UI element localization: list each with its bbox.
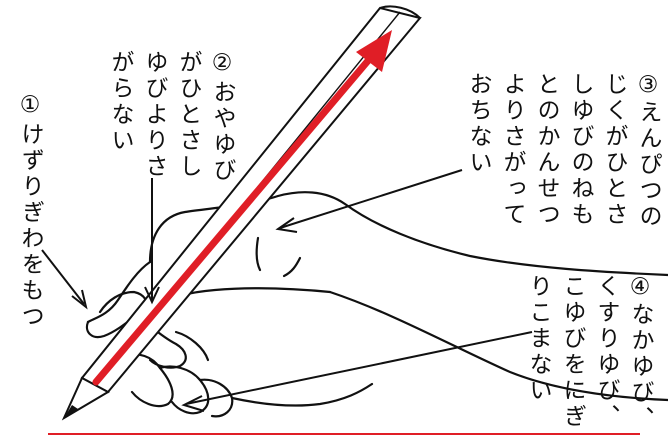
callout-arrows xyxy=(41,169,533,412)
label-4-line-3: こゆびをにぎ xyxy=(559,274,585,430)
label-3-line-3: しゆびのねも xyxy=(567,72,593,228)
pencil-arrow-shaft xyxy=(92,52,376,386)
label-2-line-1: おやゆび xyxy=(209,80,235,184)
label-3-line-2: じくがひとさ xyxy=(601,72,627,228)
label-4-line-4: りこまない xyxy=(525,274,551,404)
label-3-mark: ③ xyxy=(635,72,661,101)
pencil-end xyxy=(379,5,421,19)
pencil-lead xyxy=(64,405,78,418)
callout-arrow-3 xyxy=(279,169,463,229)
label-4-mark: ④ xyxy=(627,274,653,303)
label-4-line-2: くすりゆび、 xyxy=(593,274,619,430)
label-2-line-4: がらない xyxy=(107,50,133,154)
callout-arrow-4 xyxy=(185,331,533,405)
label-4-line-1: なかゆび、 xyxy=(627,302,653,432)
label-2-line-3: ゆびよりさ xyxy=(141,50,167,180)
label-3-line-1: えんぴつの xyxy=(635,100,661,230)
pencil-arrow-head xyxy=(356,30,392,72)
label-1-line-1: けずりぎわをもつ xyxy=(17,122,43,330)
label-3-line-6: おちない xyxy=(465,72,491,176)
label-1-mark: ① xyxy=(17,92,43,121)
callout-arrow-1 xyxy=(41,249,85,305)
label-3-line-5: よりさがって xyxy=(499,72,525,228)
pencil xyxy=(61,5,422,421)
label-2-line-2: がひとさし xyxy=(175,50,201,180)
label-2-mark: ② xyxy=(209,50,235,79)
label-3-line-4: とのかんせつ xyxy=(533,72,559,228)
